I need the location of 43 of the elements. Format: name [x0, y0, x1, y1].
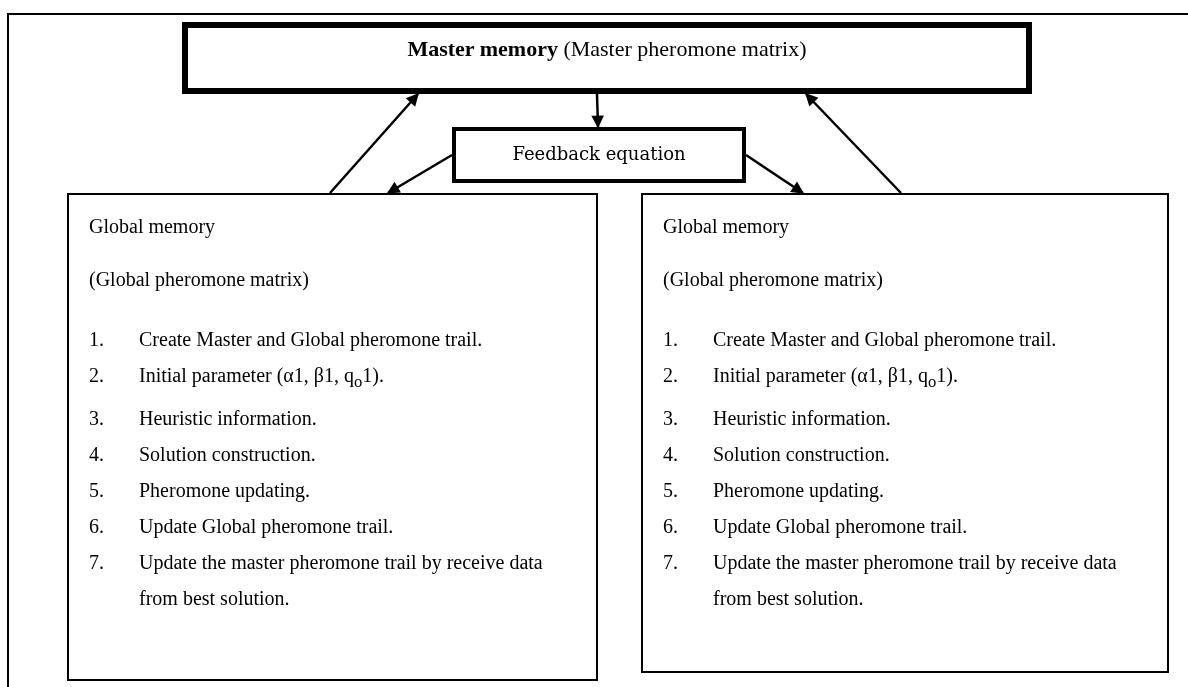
list-number: 6.	[663, 514, 679, 539]
list-number: 6.	[89, 514, 105, 539]
box-label: Feedback equation	[512, 143, 686, 164]
arrow	[805, 93, 902, 194]
list-number: 5.	[89, 478, 105, 503]
list-item-text: Heuristic information.	[713, 406, 891, 431]
list-item-text: Pheromone updating.	[713, 478, 885, 504]
list-item-text: Update Global pheromone trail.	[139, 514, 394, 540]
box-subheading: (Global pheromone matrix)	[663, 268, 884, 291]
arrow	[591, 93, 604, 129]
list-item-text: Initial parameter (α1, β1, q$_{o}$1).	[139, 363, 385, 393]
list-item-text: Create Master and Global pheromone trail.	[139, 327, 483, 353]
arrow	[386, 153, 453, 195]
list-number: 7.	[89, 550, 105, 575]
box-subheading: (Global pheromone matrix)	[89, 268, 310, 291]
master-memory-box	[182, 22, 1032, 94]
box-heading: Global memory	[663, 215, 791, 238]
list-item-text: Update Global pheromone trail.	[713, 514, 968, 540]
list-number: 2.	[89, 363, 105, 388]
process-box	[452, 127, 746, 183]
list-number: 4.	[663, 442, 679, 467]
list-number: 5.	[663, 478, 679, 503]
list-number: 4.	[89, 442, 105, 467]
global-memory-box	[641, 193, 1169, 673]
list-item-text: Update the master pheromone trail by receive data from best solution.	[713, 550, 1118, 611]
list-item-text: Solution construction.	[713, 442, 890, 467]
list-number: 1.	[663, 327, 679, 352]
arrow	[745, 153, 805, 195]
box-heading: Global memory	[89, 215, 217, 238]
list-item-text: Update the master pheromone trail by receive data from best solution.	[139, 550, 544, 611]
list-item-text: Initial parameter (α1, β1, q$_{o}$1).	[713, 363, 959, 393]
list-number: 1.	[89, 327, 105, 352]
list-number: 3.	[663, 406, 679, 431]
list-item-text: Create Master and Global pheromone trail.	[713, 327, 1057, 353]
list-item-text: Heuristic information.	[139, 406, 317, 431]
arrow	[329, 93, 419, 194]
list-number: 2.	[663, 363, 679, 388]
list-item-text: Solution construction.	[139, 442, 316, 467]
list-number: 7.	[663, 550, 679, 575]
list-item-text: Pheromone updating.	[139, 478, 311, 504]
list-number: 3.	[89, 406, 105, 431]
global-memory-box	[67, 193, 598, 681]
box-label: Master memory (Master pheromone matrix)	[407, 36, 807, 61]
